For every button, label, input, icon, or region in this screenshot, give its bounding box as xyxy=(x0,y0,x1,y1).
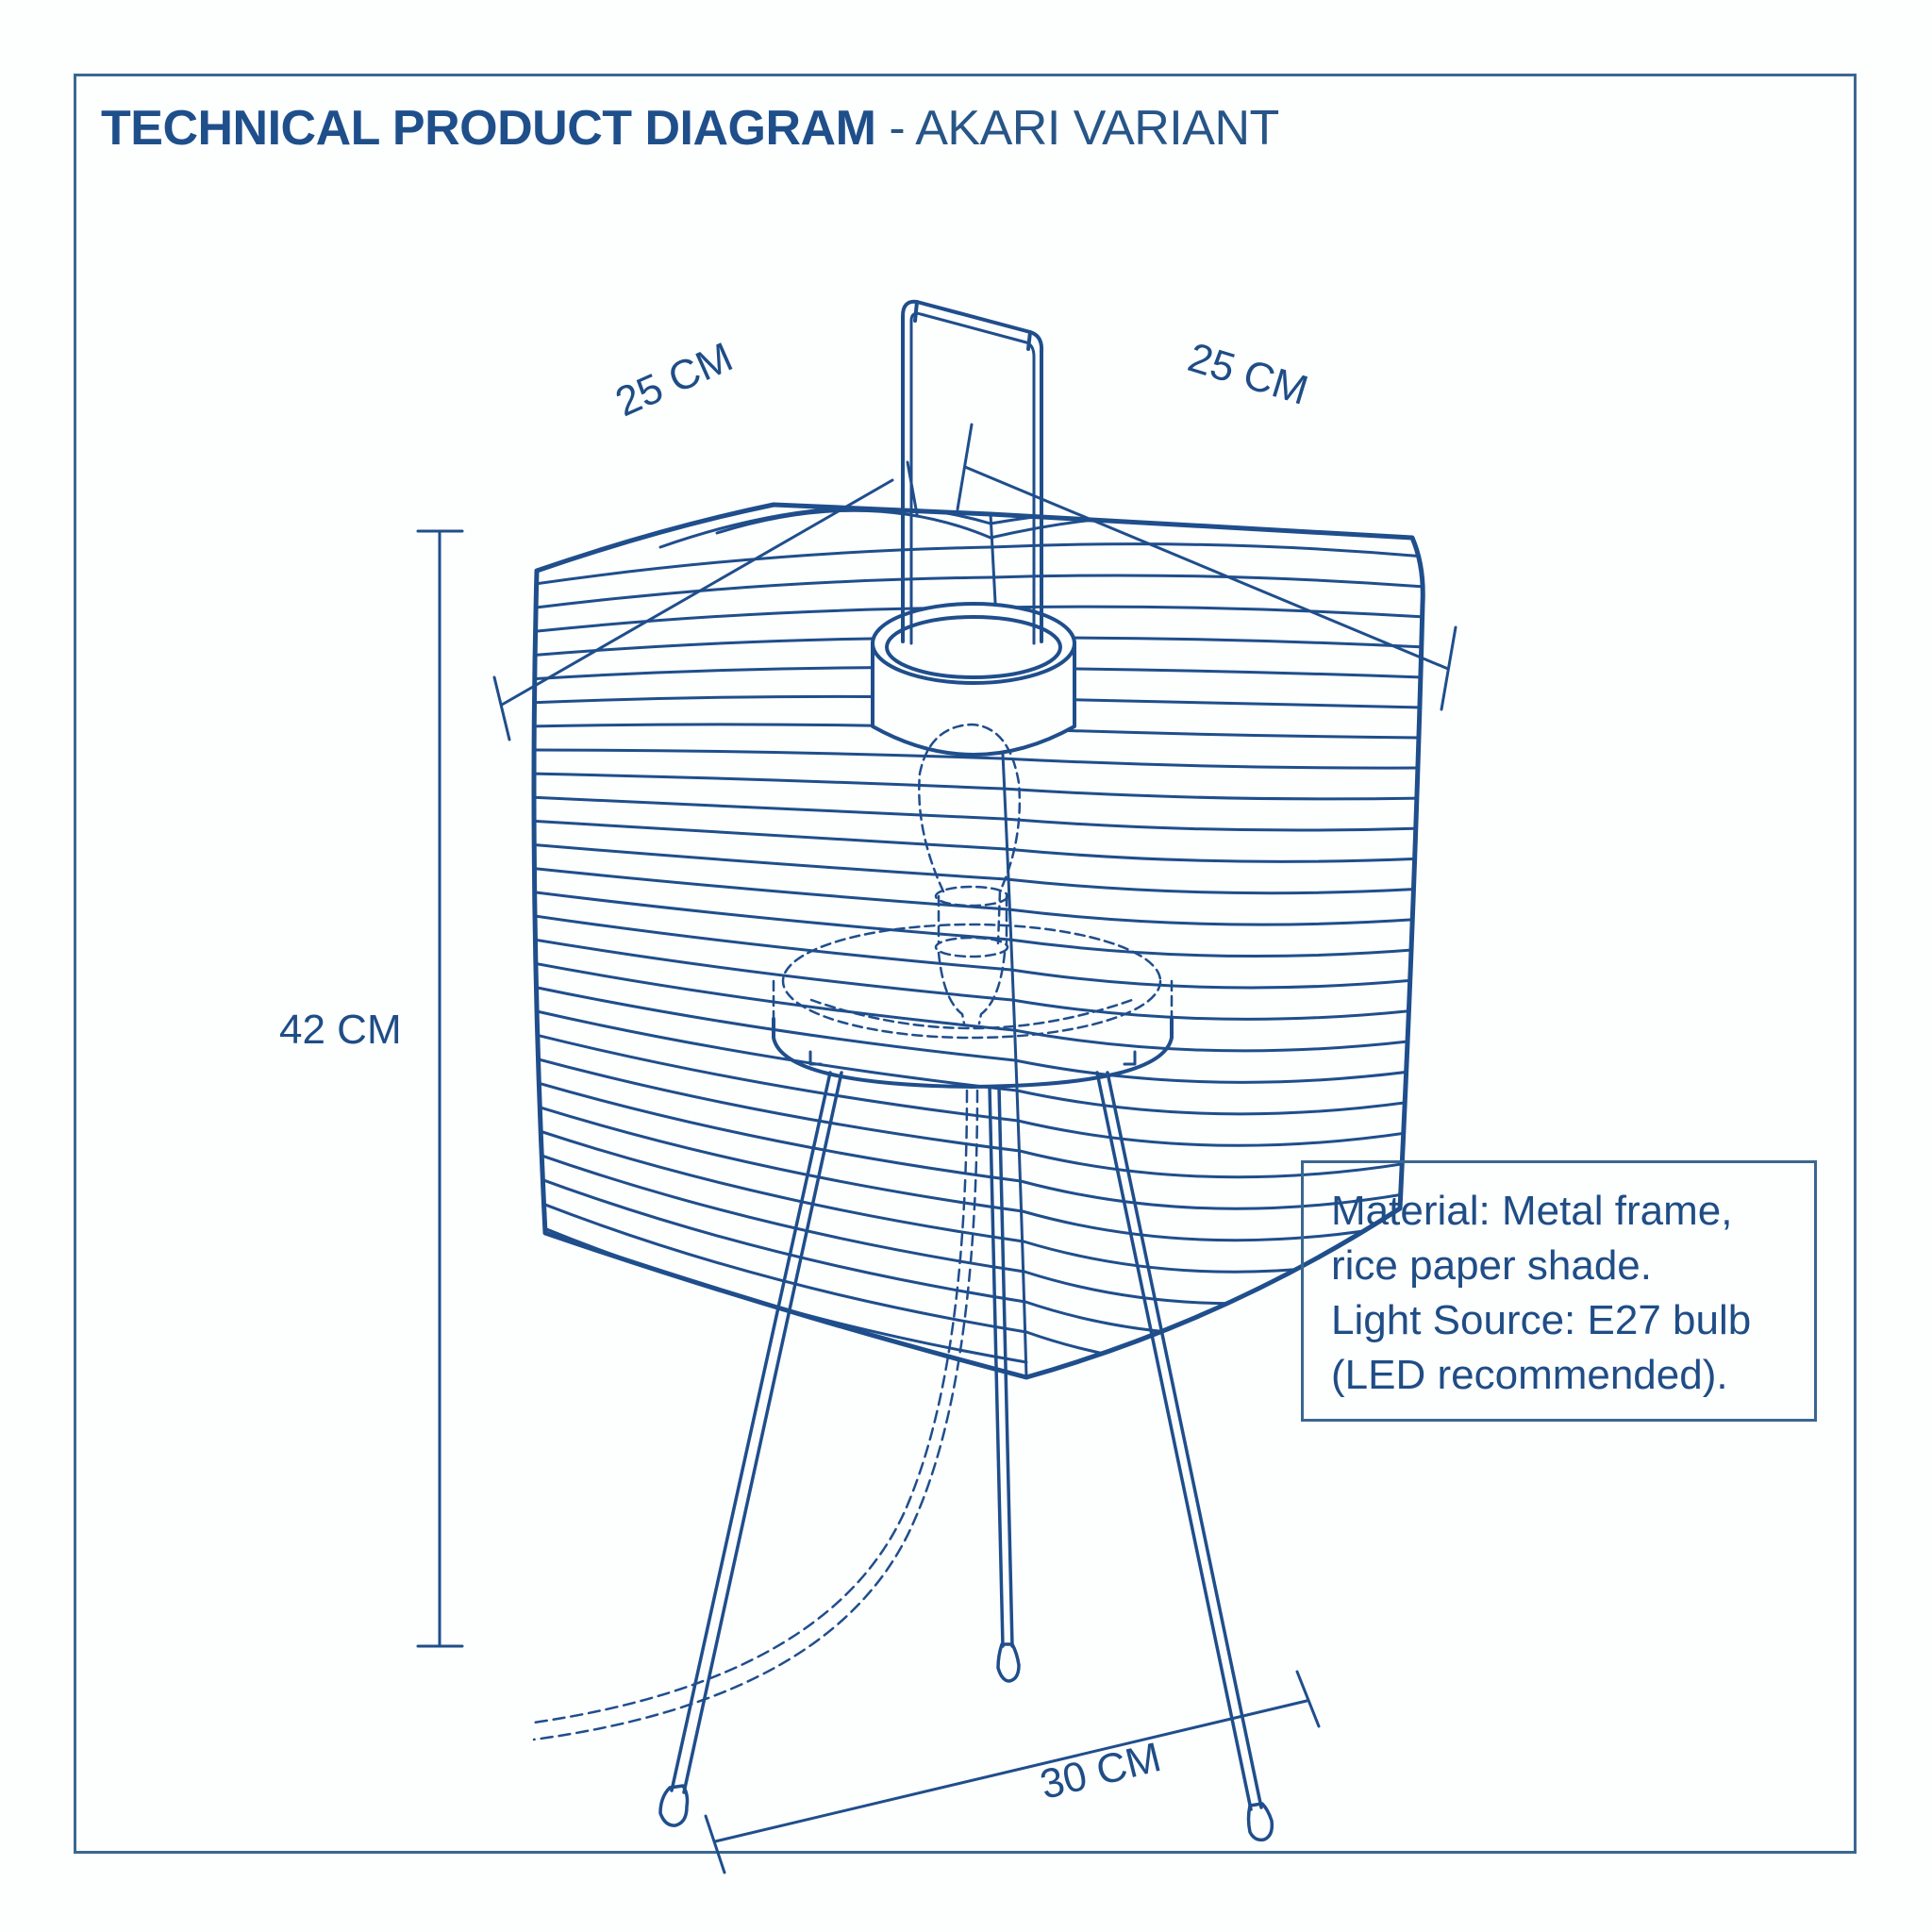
specifications-box: Material: Metal frame, rice paper shade.… xyxy=(1301,1160,1817,1422)
base-drum xyxy=(772,1017,1174,1089)
paper-shade xyxy=(531,502,1425,1380)
tripod-legs xyxy=(658,1071,1274,1842)
spec-light-source-cont: (LED recommended). xyxy=(1331,1352,1728,1398)
page-title: TECHNICAL PRODUCT DIAGRAM - AKARI VARIAN… xyxy=(101,100,1279,157)
bulb-outline xyxy=(772,723,1174,1040)
collar xyxy=(871,443,1076,757)
dimension-line-base xyxy=(704,1670,1321,1874)
dimension-line-height xyxy=(416,529,464,1648)
spec-light-source: Light Source: E27 bulb xyxy=(1331,1297,1752,1343)
spec-material: Material: Metal frame, xyxy=(1331,1188,1733,1234)
handle-icon xyxy=(901,299,1044,447)
spec-material-cont: rice paper shade. xyxy=(1331,1242,1652,1289)
power-cord xyxy=(532,1089,979,1741)
dimension-label-height: 42 CM xyxy=(279,1007,402,1053)
diagram-frame xyxy=(74,74,1857,1854)
title-main: TECHNICAL PRODUCT DIAGRAM xyxy=(101,101,876,156)
title-variant: - AKARI VARIANT xyxy=(875,101,1279,156)
